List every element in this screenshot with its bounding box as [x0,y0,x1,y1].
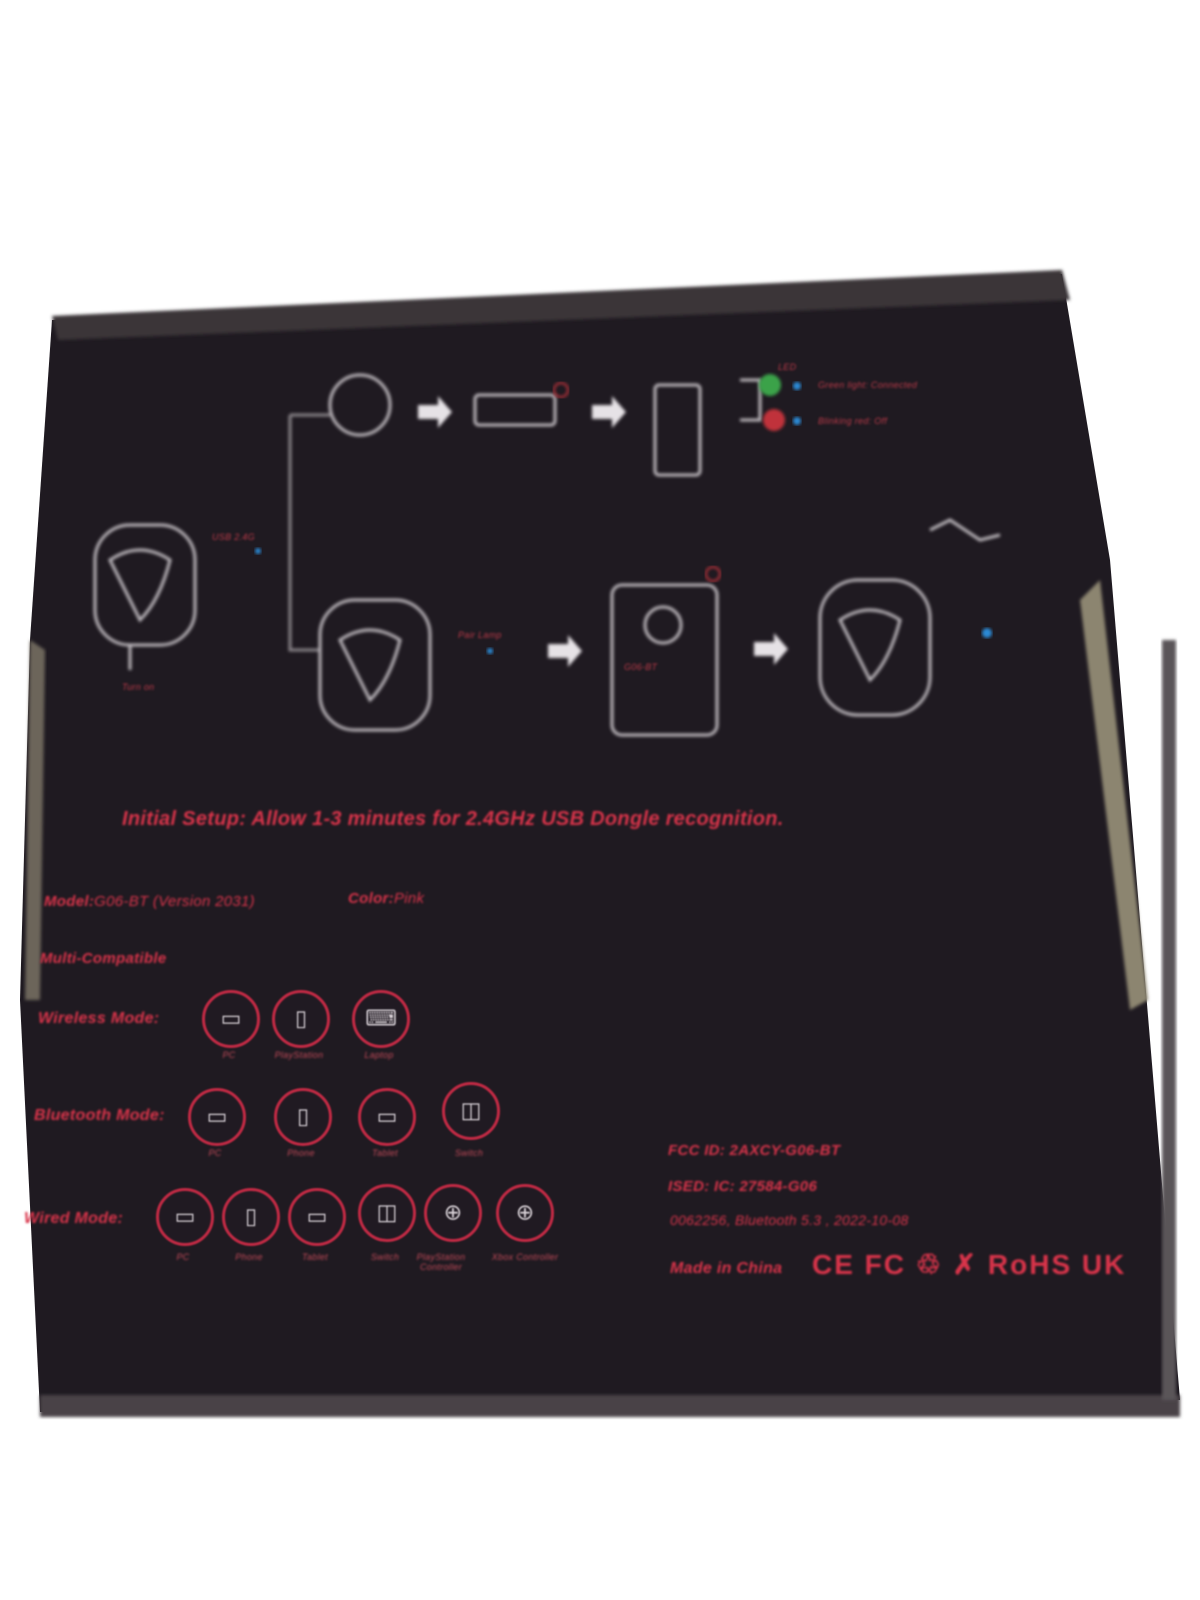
phone-icon: ▯ [244,1204,258,1230]
flow-arrows [418,396,788,667]
model-line: Model:G06-BT (Version 2031) [44,893,255,910]
led-blue-icon [793,382,801,390]
wireless-mode-label: Wireless Mode: [38,1010,160,1027]
wired-mode-label: Wired Mode: [24,1210,124,1227]
model-label: Model: [44,893,95,910]
ised-id: ISED: IC: 27584-G06 [668,1178,818,1195]
bluetooth-mode-label: Bluetooth Mode: [34,1107,165,1124]
phone-label: G06-BT [624,662,658,672]
tape-strip-left [25,640,45,1000]
pair-caption: Pair Lamp [458,630,502,640]
model-value: G06-BT (Version 2031) [94,893,255,910]
arrow-right-icon [548,635,582,667]
arrow-right-icon [754,633,788,665]
box-top-edge [52,270,1070,340]
led-blue-icon [793,417,801,425]
tape-strip-right [1080,580,1148,1010]
initial-setup-label: Initial Setup: [122,808,247,830]
plug-circle-icon [328,373,392,437]
made-in-china: Made in China [670,1260,783,1277]
console-icon: ▯ [294,1006,308,1032]
device-caption: Switch [370,1252,400,1262]
signal-icon [705,566,721,582]
led-green-text: Green light: Connected [818,380,918,390]
device-caption: Tablet [372,1148,398,1158]
device-caption: Phone [235,1252,263,1262]
device-caption: Laptop [364,1050,394,1060]
mode-device-switch: ◫ [442,1082,500,1140]
multi-compatible-heading: Multi-Compatible [40,950,167,967]
switch-icon: ◫ [460,1098,482,1124]
arrow-right-icon [418,396,452,428]
phone-app-icon [610,583,719,737]
mode-device-switch: ◫ [358,1184,416,1242]
headset-middle-icon [318,598,432,732]
device-caption: PC [208,1148,222,1158]
mode-device-playstation: ▯ [272,990,330,1048]
initial-setup-text: Allow 1-3 minutes for 2.4GHz USB Dongle … [251,808,784,830]
led-blue-icon [982,628,992,638]
initial-setup-line: Initial Setup: Allow 1-3 minutes for 2.4… [122,808,784,831]
certification-marks: CE FC ♲ ✗ RoHS UK [812,1249,1127,1280]
mode-device-pc: ▭ [156,1188,214,1246]
led-blue-icon [487,648,493,654]
device-caption: Phone [287,1148,315,1158]
mode-device-phone: ▯ [274,1088,332,1146]
usb-dongle-icon [473,393,557,427]
mode-device-ps-controller: ⊕ [424,1184,482,1242]
mode-device-xbox-controller: ⊕ [496,1184,554,1242]
mode-device-pc: ▭ [202,990,260,1048]
led-blue-icon [255,548,261,554]
monitor-icon: ▭ [206,1104,228,1130]
device-caption: PlayStation Controller [416,1252,466,1272]
mode-device-laptop: ⌨ [352,990,410,1048]
monitor-icon: ▭ [220,1006,242,1032]
device-caption: Tablet [302,1252,328,1262]
box-right-edge [1162,640,1176,1400]
led-green-icon [759,374,781,396]
laptop-icon: ⌨ [365,1006,397,1032]
box-bottom-edge [40,1395,1180,1417]
led-label: LED [778,362,797,372]
headset-right-icon [818,578,932,717]
turn-on-caption: Turn on [122,682,155,692]
switch-icon: ◫ [376,1200,398,1226]
certification-line: 0062256, Bluetooth 5.3 , 2022-10-08 [670,1212,909,1228]
gamepad-icon: ⊕ [443,1200,463,1226]
color-label: Color: [348,890,394,907]
signal-icon [553,382,569,398]
color-line: Color:Pink [348,890,424,907]
phone-icon: ▯ [296,1104,310,1130]
fcc-id: FCC ID: 2AXCY-G06-BT [668,1142,841,1159]
color-value: Pink [393,890,425,907]
usb-device-icon [653,383,702,477]
device-caption: PlayStation [274,1050,324,1060]
mode-device-phone: ▯ [222,1188,280,1246]
device-caption: Switch [454,1148,484,1158]
arrow-right-icon [592,396,626,428]
mode-device-tablet: ▭ [358,1088,416,1146]
gamepad-icon: ⊕ [515,1200,535,1226]
headset-left-icon [93,523,197,647]
led-red-text: Blinking red: Off [818,416,888,426]
bird-icon [929,518,1001,542]
dongle-caption: USB 2.4G [212,532,255,542]
monitor-icon: ▭ [174,1204,196,1230]
device-caption: Xbox Controller [491,1252,559,1262]
mode-device-pc: ▭ [188,1088,246,1146]
device-caption: PC [222,1050,236,1060]
tablet-icon: ▭ [306,1204,328,1230]
setup-diagram [93,373,1001,737]
mode-device-tablet: ▭ [288,1188,346,1246]
tablet-icon: ▭ [376,1104,398,1130]
device-caption: PC [176,1252,190,1262]
led-red-icon [763,409,785,431]
